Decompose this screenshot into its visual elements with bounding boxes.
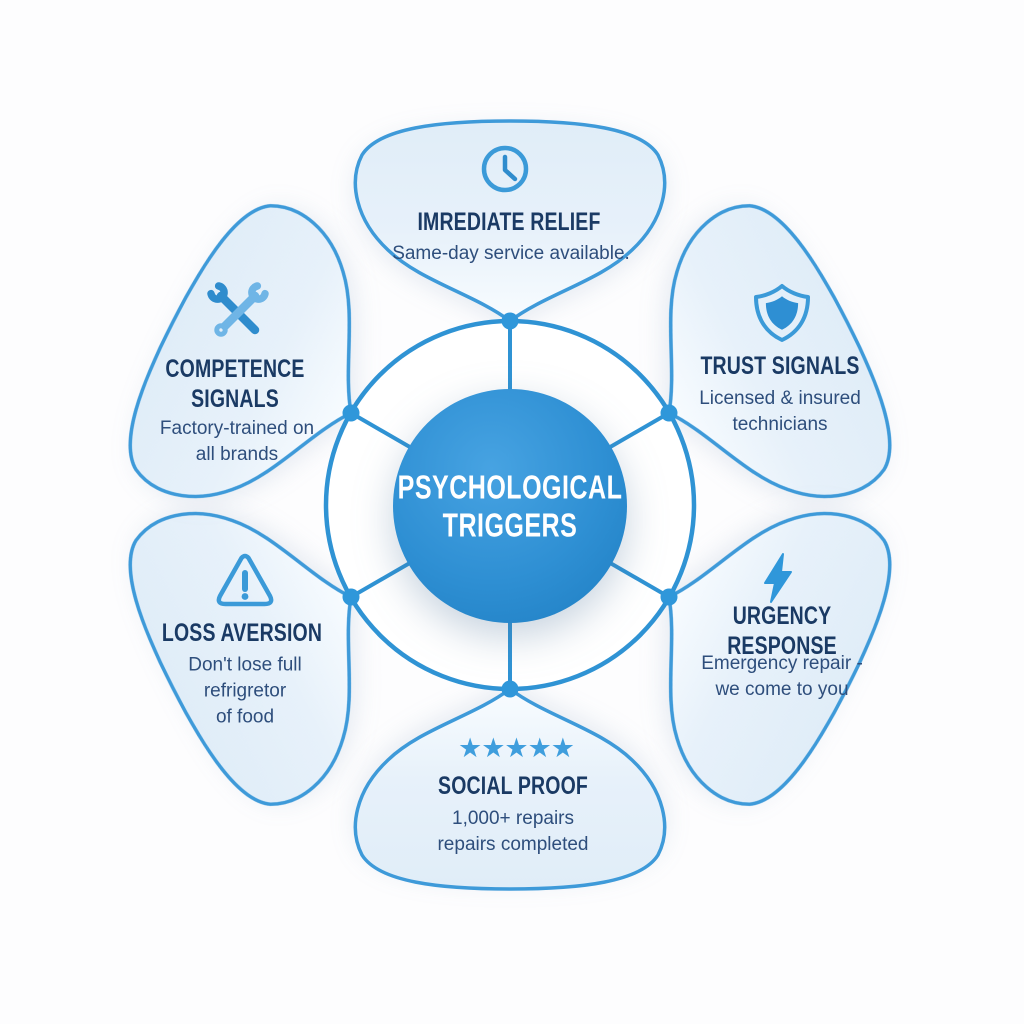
node-dot-top-left xyxy=(342,404,360,422)
heading-urgency-response: URGENCY RESPONSE xyxy=(727,602,837,660)
subtext-trust-signals: Licensed & insured technicians xyxy=(699,387,861,435)
subtext-loss-aversion: Don't lose full refrigretor of food xyxy=(188,654,302,729)
shield-icon xyxy=(754,284,810,342)
node-dot-top-right xyxy=(660,404,678,422)
node-dot-bottom-right xyxy=(660,588,678,606)
clock-icon xyxy=(481,145,529,193)
subtext-immediate-relief: Same-day service available. xyxy=(392,242,630,264)
subtext-competence-signals: Factory-trained on all brands xyxy=(159,417,315,465)
heading-trust-signals: TRUST SIGNALS xyxy=(700,352,860,380)
heading-immediate-relief: IMREDIATE RELIEF xyxy=(417,208,601,236)
node-dot-bottom xyxy=(501,680,519,698)
tools-icon xyxy=(207,282,269,337)
heading-loss-aversion: LOSS AVERSION xyxy=(161,619,323,647)
center-circle xyxy=(393,389,627,623)
subtext-urgency-response: Emergency repair - we come to you xyxy=(701,652,863,700)
node-dot-top xyxy=(501,312,519,330)
subtext-social-proof: 1,000+ repairs repairs completed xyxy=(437,807,589,855)
heading-competence-signals: COMPETENCE SIGNALS xyxy=(165,355,305,413)
lightning-icon xyxy=(764,553,792,603)
ring-nodes xyxy=(342,312,678,698)
center-title: PSYCHOLOGICAL TRIGGERS xyxy=(397,468,623,544)
stars-icon: ★★★★★ xyxy=(458,733,574,764)
heading-social-proof: SOCIAL PROOF xyxy=(438,772,588,800)
warning-icon xyxy=(216,553,274,607)
node-dot-bottom-left xyxy=(342,588,360,606)
